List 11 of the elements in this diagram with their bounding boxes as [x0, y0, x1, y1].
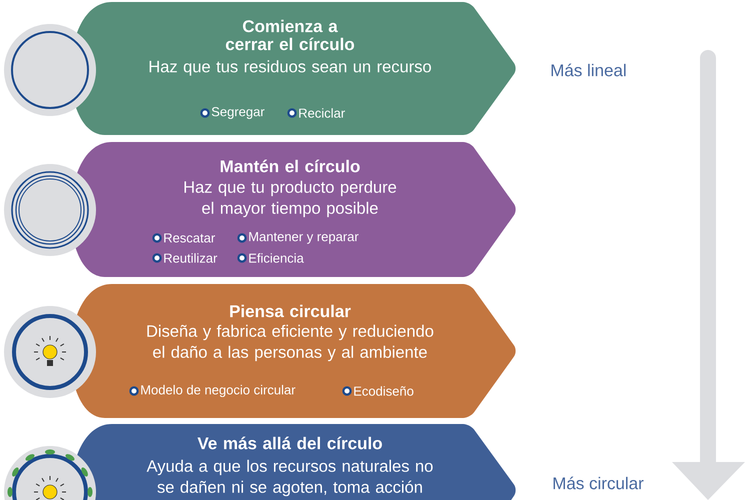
bullet-item: Segregar — [212, 107, 264, 119]
bullet-item: Ecodiseño — [354, 386, 414, 396]
scale-label: Más circular — [554, 476, 644, 490]
bullet-item: Eficiencia — [249, 253, 304, 263]
bullet-item: Mantener y reparar — [249, 232, 358, 244]
bullet-item: Reciclar — [299, 108, 345, 118]
scale-label: Más lineal — [552, 64, 626, 76]
bullet-item: Modelo de negocio circular — [141, 384, 296, 398]
bullet-item: Rescatar — [164, 233, 215, 243]
bullet-item: Reutilizar — [164, 253, 218, 263]
chevron-band: Ve más allá del círculo Ayuda a que los recursos naturales no se dañen ni se agoten, toma acción — [70, 424, 516, 500]
